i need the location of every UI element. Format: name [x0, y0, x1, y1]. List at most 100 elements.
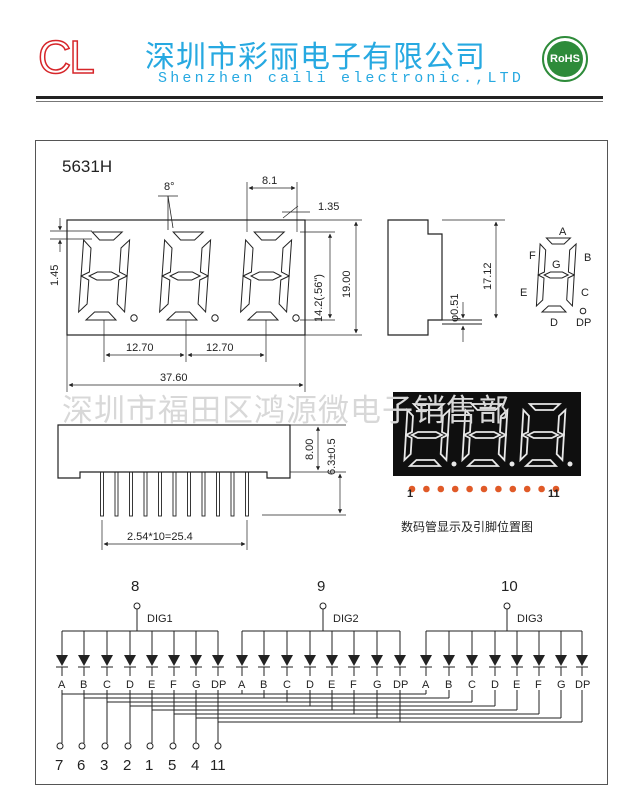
segment-name-label: G	[192, 679, 201, 691]
led-digit-2-segment-b	[499, 407, 509, 437]
segment-pin-terminal	[169, 742, 177, 750]
diode-symbol	[190, 655, 202, 666]
model-number: 5631H	[62, 157, 112, 176]
diode-symbol	[371, 655, 383, 666]
front-digit-3-segment-c	[278, 275, 290, 314]
segment-pin-number: 2	[123, 757, 131, 774]
led-pin-dot	[423, 485, 430, 493]
digit-pin-terminal	[503, 602, 511, 610]
segment-name-label: C	[283, 679, 291, 691]
front-digit-1-segment-e	[78, 275, 90, 314]
led-digit-1-segment-a	[411, 403, 446, 411]
front-digit-3-segment-g	[249, 271, 283, 281]
bottom-pin	[216, 471, 220, 517]
segment-name-label: B	[445, 679, 452, 691]
segment-label-g: G	[552, 259, 561, 271]
led-pin-dot	[523, 485, 531, 493]
segment-name-label: F	[350, 679, 357, 691]
led-digit-3-segment-g	[525, 431, 560, 439]
bottom-body-outline	[57, 424, 291, 479]
diode-symbol	[466, 655, 478, 666]
segment-name-label: DP	[575, 679, 590, 691]
led-pin-dot	[408, 485, 416, 493]
bottom-pin	[143, 471, 148, 517]
logo-text: CL	[37, 30, 95, 84]
diode-symbol	[348, 655, 360, 666]
led-digit-2-segment-g	[467, 431, 502, 439]
digit-pin-number: 10	[501, 578, 518, 595]
front-digit-3-segment-e	[240, 275, 252, 314]
legend-digit-segment-a	[545, 237, 572, 245]
segment-pin-terminal	[146, 742, 154, 750]
led-digit-2-segment-e	[461, 433, 471, 463]
bottom-pin	[129, 471, 133, 517]
diode-symbol	[168, 655, 180, 666]
segment-name-label: E	[513, 679, 520, 691]
legend-digit	[535, 237, 577, 313]
front-dp-1	[130, 314, 138, 322]
company-logo: CL	[37, 30, 114, 84]
diode-symbol	[394, 655, 406, 666]
segment-label-c: C	[581, 287, 589, 299]
led-digit-2-segment-d	[465, 459, 501, 467]
led-digit-3-segment-d	[523, 459, 559, 467]
diode-symbol	[78, 655, 90, 666]
segment-name-label: C	[103, 679, 111, 691]
led-pin-dot	[451, 485, 459, 493]
diagram-frame	[35, 140, 608, 785]
segment-pin-terminal	[78, 742, 86, 750]
led-dp-2	[509, 461, 515, 467]
bottom-pin	[201, 471, 206, 517]
segment-label-a: A	[559, 226, 567, 238]
diode-symbol	[555, 655, 567, 666]
segment-name-label: E	[148, 679, 155, 691]
led-digit-1-segment-f	[404, 407, 414, 437]
diode-symbol	[420, 655, 432, 666]
bottom-pin	[158, 471, 162, 517]
legend-dp-dot	[579, 307, 587, 315]
bottom-pin	[114, 471, 119, 517]
segment-pin-terminal	[101, 742, 109, 750]
digit-pin-number: 8	[131, 578, 139, 595]
led-pin-dot	[466, 485, 473, 493]
led-pin-dot	[480, 485, 488, 493]
front-digits	[78, 231, 300, 322]
total-height-label: 19.00	[341, 270, 353, 298]
side-view: 17.12 φ0.51	[387, 219, 505, 342]
legend-digit-segment-e	[535, 274, 545, 308]
segment-name-label: B	[260, 679, 267, 691]
led-digit-1-segment-g	[409, 431, 444, 439]
legend-digit-segment-f	[537, 242, 547, 276]
led-digit-2-segment-f	[462, 407, 472, 437]
diode-symbol	[489, 655, 501, 666]
front-dp-2	[211, 314, 219, 322]
bottom-pin	[172, 471, 177, 517]
pitch-label-1: 12.70	[126, 342, 154, 354]
digit-pin-terminal	[319, 602, 327, 610]
led-pin-dot	[495, 485, 502, 493]
segment-name-label: DP	[393, 679, 408, 691]
legend-digit-segment-d	[540, 305, 568, 313]
segment-name-label: DP	[211, 679, 226, 691]
led-dp-1	[451, 461, 457, 467]
segment-name-label: B	[80, 679, 87, 691]
angle-slant	[167, 195, 174, 229]
segment-pin-number: 1	[145, 757, 153, 774]
body-depth-label: 8.00	[304, 439, 316, 460]
pin-pitch-label: 2.54*10=25.4	[127, 531, 193, 543]
diode-symbol	[281, 655, 293, 666]
bottom-pin	[187, 471, 191, 517]
diode-symbol	[124, 655, 136, 666]
dim-line	[282, 205, 299, 219]
front-digit-2-segment-a	[172, 231, 205, 241]
front-digit-1-segment-b	[118, 238, 131, 277]
front-digit-2-segment-b	[199, 238, 212, 277]
front-digit-1-segment-f	[80, 238, 92, 277]
led-digits	[403, 403, 573, 467]
front-digit-1-segment-a	[91, 231, 124, 241]
front-dp-3	[292, 314, 300, 322]
digit-name-label: DIG2	[333, 613, 359, 625]
rohs-badge-text: RoHS	[547, 41, 583, 77]
